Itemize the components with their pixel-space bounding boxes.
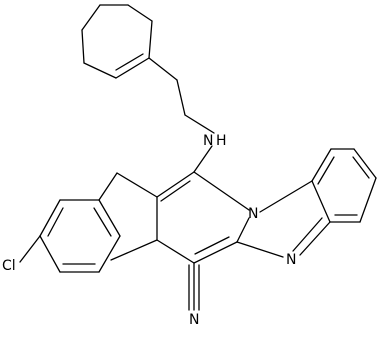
- nitrile-group: [188, 262, 200, 311]
- nitrile-n-label: N: [189, 312, 199, 328]
- cyclohexene-ring: [81, 4, 153, 79]
- imidazole-ring: [236, 180, 331, 258]
- atom-labels: N H N N N Cl: [2, 133, 296, 328]
- amine-h-label: H: [216, 133, 227, 149]
- chlorine-label: Cl: [2, 258, 16, 274]
- methyl-bond: [110, 239, 158, 261]
- amine-ring-bond: [193, 145, 213, 173]
- ethyl-linker: [148, 57, 215, 134]
- pyrido-ring: [156, 171, 250, 264]
- amine-n-label: N: [203, 133, 213, 149]
- imidazole-n-label: N: [286, 252, 296, 268]
- cyclohexene-double-bond: [115, 53, 144, 71]
- benzo-ring: [311, 148, 377, 223]
- ring-n-label: N: [248, 206, 258, 222]
- benzyl-linker: [98, 172, 158, 201]
- bonds: [19, 4, 377, 311]
- chlorophenyl-ring: [19, 199, 121, 273]
